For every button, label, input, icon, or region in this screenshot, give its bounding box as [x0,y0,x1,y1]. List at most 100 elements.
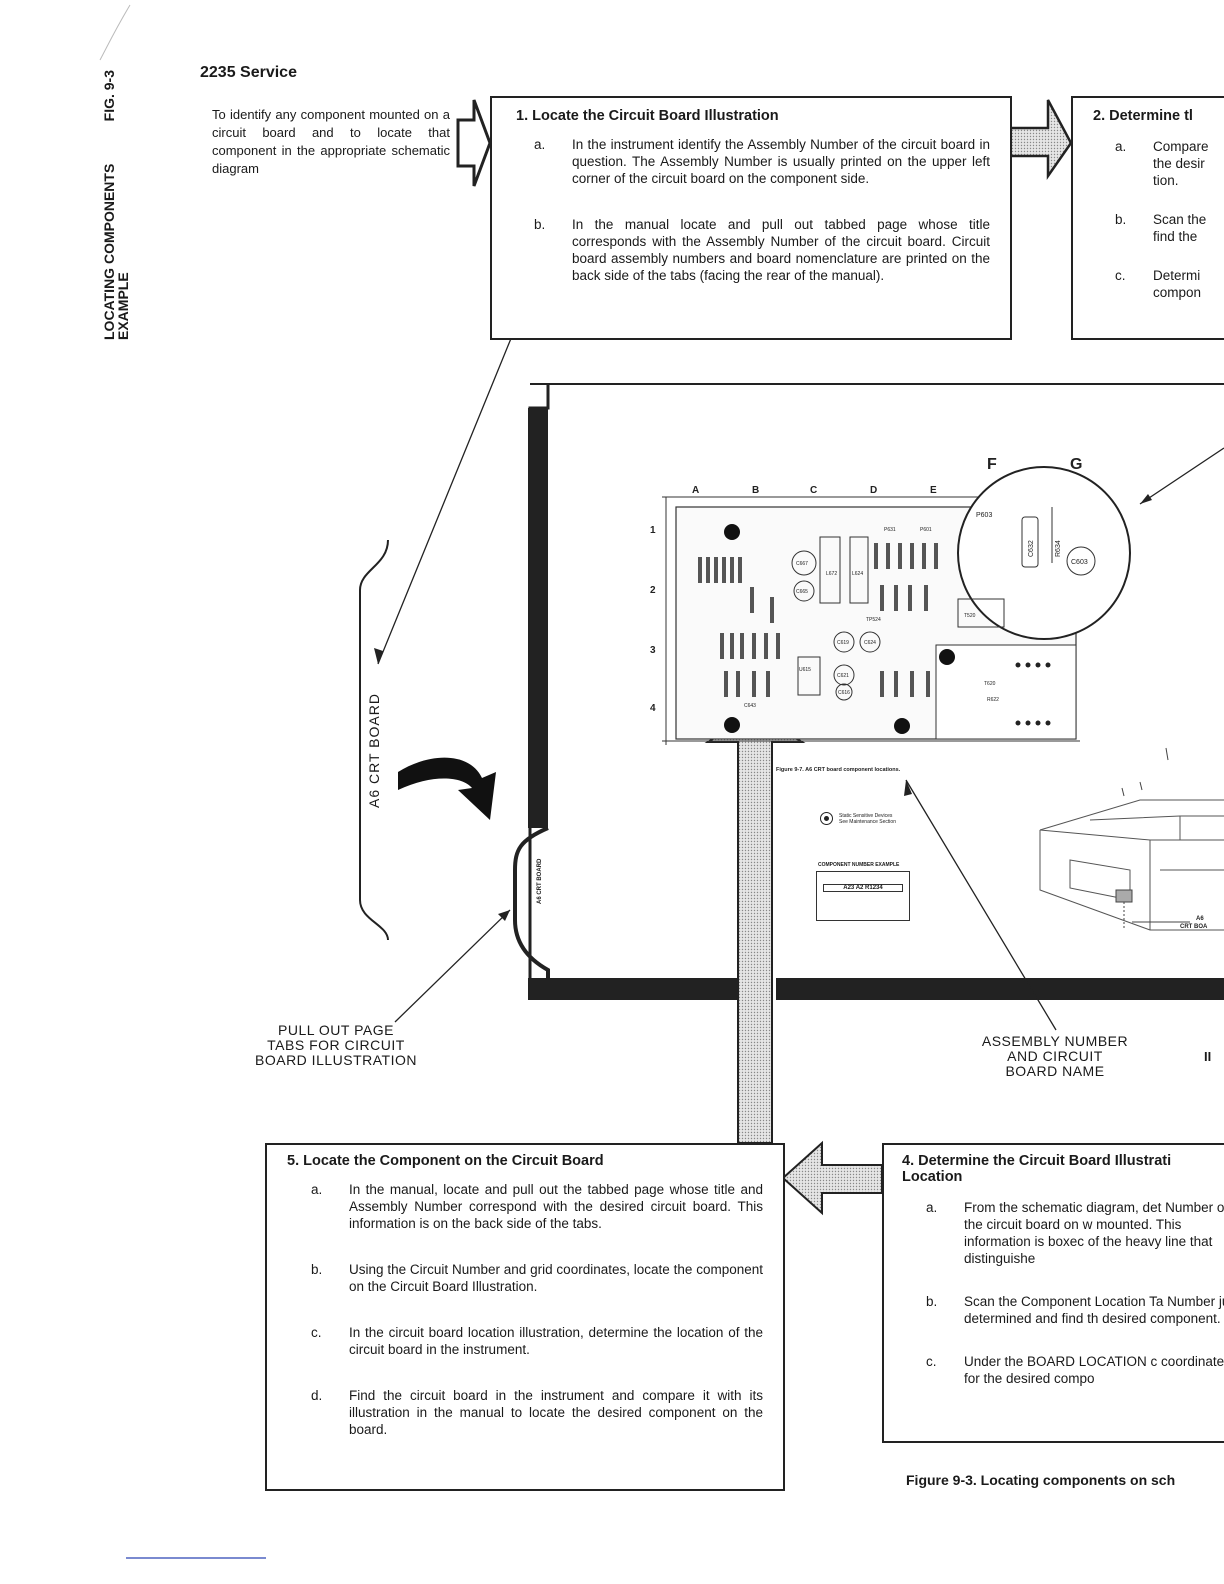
item-letter: b. [1115,212,1127,227]
component-label: C632 [1028,540,1035,557]
grid-row-label: 2 [650,585,656,596]
step5-item-a: a. In the manual, locate and pull out th… [311,1181,763,1232]
item-text: From the schematic diagram, det Number o… [964,1200,1224,1266]
intro-arrow [456,99,492,187]
item-text: Find the circuit board in the instrument… [349,1388,763,1437]
item-letter: a. [1115,139,1127,154]
item-text: Compare the desir tion. [1153,139,1209,188]
circuit-board-illustration: A B C D E F G 1 2 3 4 [650,456,1131,773]
intro-text: To identify any component mounted on a c… [212,107,450,176]
brace [359,539,389,941]
cut-label: II [1204,1049,1212,1064]
step1-item-b: b. In the manual locate and pull out tab… [534,216,990,284]
grid-col-label: D [870,485,877,496]
step4-item-c: c. Under the BOARD LOCATION c coordinate… [926,1353,1224,1387]
step4-title: 4. Determine the Circuit Board Illustrat… [902,1153,1172,1169]
item-letter: a. [926,1200,938,1215]
item-text: Under the BOARD LOCATION c coordinates f… [964,1354,1224,1386]
component-label: T520 [964,613,976,619]
component-label: C616 [838,690,850,696]
step5-box: 5. Locate the Component on the Circuit B… [265,1143,785,1491]
item-text: In the manual, locate and pull out the t… [349,1182,763,1231]
step1-item-a: a. In the instrument identify the Assemb… [534,136,990,187]
component-label: T620 [984,681,996,687]
component-label: C665 [796,589,808,595]
component-label: R622 [987,697,999,703]
item-text: Scan the Component Location Ta Number ju… [964,1294,1224,1326]
item-letter: b. [534,217,546,232]
component-label: P603 [976,512,992,519]
item-text: In the circuit board location illustrati… [349,1325,763,1357]
step2-item-a: a. Compare the desir tion. [1115,138,1224,189]
grid-col-label: G [1070,456,1082,473]
static-notice: Static Sensitive Devices See Maintenance… [820,812,896,825]
grid-row-label: 1 [650,525,656,536]
tab-small-label: A6 CRT BOARD [537,858,543,904]
item-letter: b. [926,1294,938,1309]
step4-item-b: b. Scan the Component Location Ta Number… [926,1293,1224,1327]
grid-col-label: C [810,485,817,496]
component-label: TP524 [866,617,881,623]
component-label: R634 [1055,540,1062,557]
tab-outline [513,826,550,980]
step2-item-b: b. Scan the find the [1115,211,1224,245]
figure-caption: Figure 9-3. Locating components on sch [906,1472,1176,1488]
item-letter: c. [311,1325,322,1340]
sketch-board-label: CRT BOA [1180,924,1208,930]
sketch-a6-label: A6 [1196,916,1204,922]
page-header: 2235 Service [200,64,297,81]
grid-col-label: E [930,485,937,496]
component-number-example: A23 A2 R1234 [816,871,910,921]
item-text: In the manual locate and pull out tabbed… [572,217,990,283]
example-code: A23 A2 R1234 [823,884,903,892]
static-notice-title: Static Sensitive Devices [839,812,893,819]
step2-item-c: c. Determi compon [1115,267,1224,301]
a6-board-label: A6 CRT BOARD [366,693,382,808]
component-label: L672 [826,571,837,577]
item-text: Using the Circuit Number and grid coordi… [349,1262,763,1294]
grid-col-label: A [692,485,699,496]
pull-out-label: PULL OUT PAGE TABS FOR CIRCUIT BOARD ILL… [255,1022,417,1068]
step5-item-d: d. Find the circuit board in the instrum… [311,1387,763,1438]
component-label: C624 [864,640,876,646]
figure-small-caption: Figure 9-7. A6 CRT board component locat… [776,767,901,773]
step1-to-step2-arrow [1008,99,1073,180]
instrument-sketch: A6 CRT BOA [1039,799,1224,931]
step5-title: 5. Locate the Component on the Circuit B… [287,1153,604,1169]
grid-row-label: 4 [650,703,656,714]
item-letter: d. [311,1388,323,1403]
component-label: C643 [744,703,756,709]
curved-black-arrow [398,757,496,820]
component-label: U615 [799,667,811,673]
grid-col-label: F [987,456,997,473]
step5-item-c: c. In the circuit board location illustr… [311,1324,763,1358]
step2-box: 2. Determine tl a. Compare the desir tio… [1071,96,1224,340]
step1-box: 1. Locate the Circuit Board Illustration… [490,96,1012,340]
step4-item-a: a. From the schematic diagram, det Numbe… [926,1199,1224,1267]
step4-to-step5-arrow [781,1140,883,1216]
item-text: Determi compon [1153,268,1202,300]
static-notice-subtitle: See Maintenance Section [839,818,896,825]
example-title: COMPONENT NUMBER EXAMPLE [818,862,900,868]
component-label: C667 [796,561,808,567]
grid-col-label: B [752,485,759,496]
item-letter: c. [926,1354,937,1369]
component-label: P631 [884,527,896,533]
static-warning-icon [820,812,833,825]
item-text: In the instrument identify the Assembly … [572,137,990,186]
assembly-label: ASSEMBLY NUMBER AND CIRCUIT BOARD NAME [981,1033,1129,1079]
component-label: C621 [837,673,849,679]
item-letter: b. [311,1262,323,1277]
grid-row-label: 3 [650,645,656,656]
step1-title: 1. Locate the Circuit Board Illustration [516,108,779,124]
item-letter: c. [1115,268,1126,283]
item-letter: a. [534,137,546,152]
step4-title-line2: Location [902,1169,963,1185]
component-label: P601 [920,527,932,533]
item-text: Scan the find the [1153,212,1207,244]
component-label: L624 [852,571,863,577]
component-label: C619 [837,640,849,646]
component-label: C603 [1071,559,1088,566]
step5-item-b: b. Using the Circuit Number and grid coo… [311,1261,763,1295]
